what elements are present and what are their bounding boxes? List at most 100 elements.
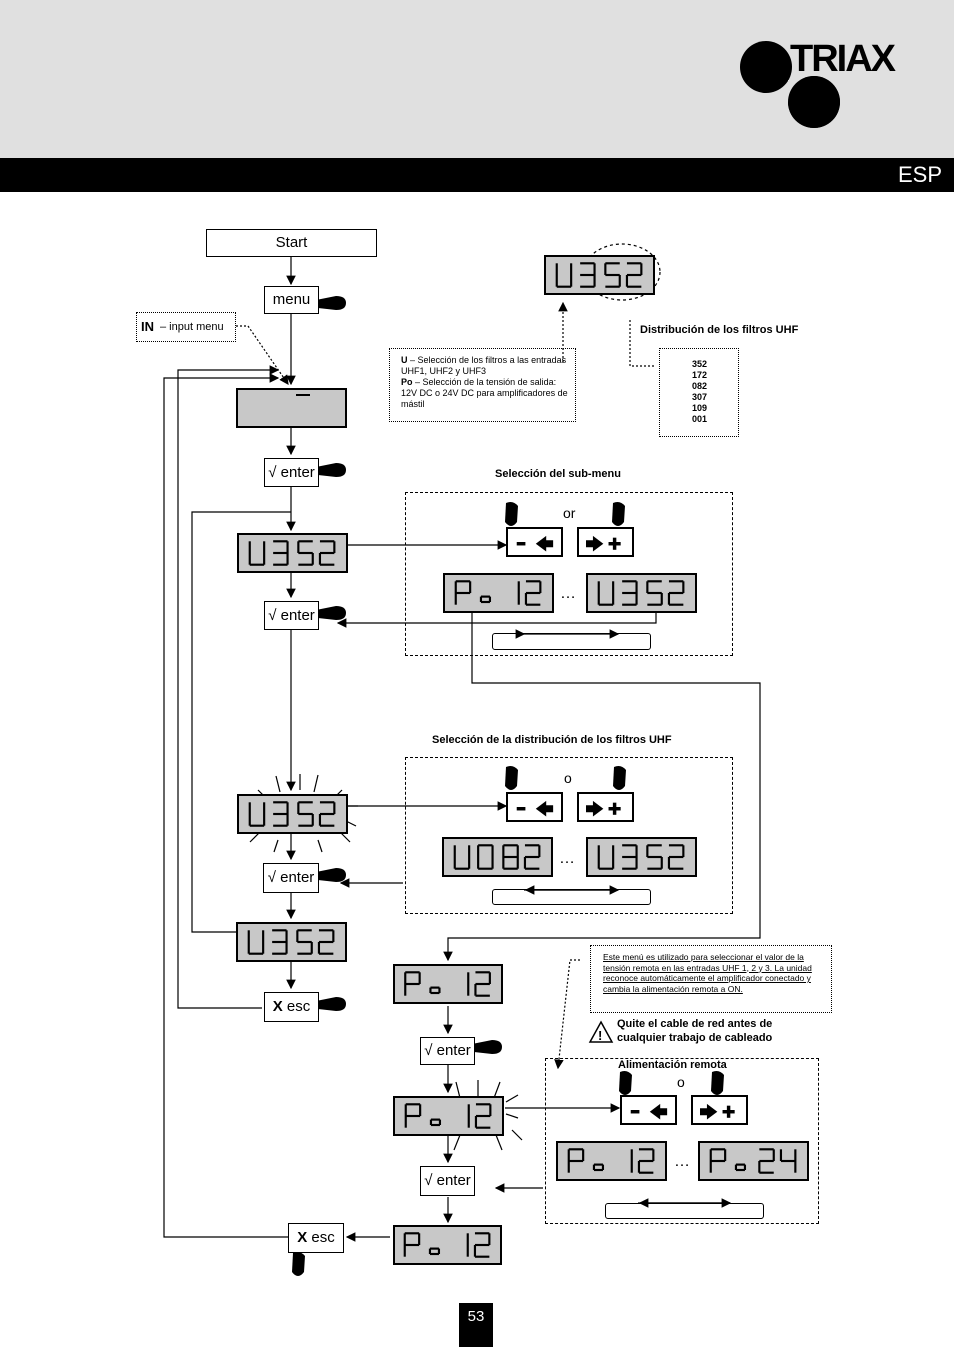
scroll-bar (492, 633, 651, 650)
lcd-po12-a-digits (404, 971, 491, 997)
minus-button[interactable] (506, 527, 563, 557)
plus-button[interactable] (691, 1095, 748, 1125)
lcd-u352-flash (237, 794, 348, 834)
lcd-u352-flash-digits (248, 801, 336, 827)
enter-label: √ enter (267, 869, 315, 886)
warning-icon: ! (588, 1020, 614, 1043)
uhf-or: o (564, 770, 572, 786)
in-desc: – input menu (160, 321, 224, 333)
enter-button-4[interactable]: √ enter (420, 1037, 475, 1065)
dist-value: 172 (692, 370, 708, 380)
submenu-panel: or … (405, 492, 733, 656)
lcd-po12-remote (556, 1141, 667, 1181)
right-plus-icon (586, 535, 621, 552)
lcd-u352-top-digits (555, 262, 643, 288)
warning-text: Quite el cable de red antes de cualquier… (617, 1018, 773, 1044)
po-text: – Selección de la tensión de salida: 12V… (401, 377, 568, 409)
minus-left-icon (516, 800, 554, 817)
lcd-po12-flash (393, 1096, 504, 1136)
lcd-u082 (442, 837, 553, 877)
uhf-select-title: Selección de la distribución de los filt… (432, 734, 672, 746)
svg-text:!: ! (598, 1028, 602, 1043)
remote-title: Alimentación remota (618, 1059, 727, 1071)
right-plus-icon (586, 800, 621, 817)
triax-logo (740, 41, 840, 128)
remote-dots: … (674, 1153, 690, 1170)
right-plus-icon (700, 1103, 735, 1120)
lcd-po12-sub (443, 573, 554, 613)
menu-label: menu (272, 291, 311, 308)
scroll-bar (605, 1203, 764, 1219)
lcd-u352-a-digits (248, 540, 336, 566)
start-label: Start (275, 234, 308, 251)
enter-button-1[interactable]: √ enter (264, 458, 319, 487)
scroll-bar (492, 889, 651, 905)
uhf-dist-title: Distribución de los filtros UHF (640, 324, 799, 336)
remote-or: o (677, 1074, 685, 1090)
enter-button-5[interactable]: √ enter (420, 1166, 475, 1196)
lcd-u352-b (236, 922, 347, 962)
brand-name: TRIAX (790, 38, 896, 80)
enter-label: √ enter (424, 1042, 471, 1059)
language-bar: ESP (0, 158, 954, 192)
lcd-u352-sub-digits (597, 580, 685, 606)
lcd-u352-a (237, 533, 348, 573)
uhf-select-panel: o … (405, 757, 733, 914)
u-text: – Selección de los filtros a las entrada… (401, 355, 567, 376)
dist-value: 082 (692, 381, 708, 391)
header-band: TRIAX (0, 0, 954, 160)
remote-note-text: Este menú es utilizado para seleccionar … (603, 952, 812, 994)
dist-value: 307 (692, 392, 708, 402)
input-menu-note: IN – input menu (136, 312, 236, 342)
enter-label: √ enter (424, 1172, 471, 1189)
esc-x: X (297, 1229, 308, 1246)
dist-value: 109 (692, 403, 708, 413)
language-label: ESP (897, 162, 942, 187)
enter-button-2[interactable]: √ enter (264, 601, 319, 630)
u-po-note: U – Selección de los filtros a las entra… (389, 348, 576, 422)
enter-button-3[interactable]: √ enter (263, 863, 319, 893)
esc-x: X (272, 998, 283, 1015)
lcd-u352-top (544, 255, 655, 295)
lcd-po24 (698, 1141, 809, 1181)
lcd-po12-sub-digits (454, 580, 542, 606)
minus-button[interactable] (620, 1095, 677, 1125)
lcd-u352-uhf (586, 837, 697, 877)
blank-lcd (236, 388, 347, 428)
esc-button-1[interactable]: X esc (264, 992, 319, 1022)
enter-label: √ enter (268, 464, 315, 481)
esc-button-2[interactable]: X esc (288, 1223, 344, 1253)
po-key: Po (401, 377, 413, 387)
submenu-title: Selección del sub-menu (495, 468, 621, 480)
submenu-dots: … (560, 585, 576, 602)
u-key: U (401, 355, 408, 365)
uhf-dist-list: 352 172 082 307 109 001 (659, 348, 739, 437)
remote-panel: Alimentación remota o … (545, 1058, 819, 1224)
lcd-u352-sub (586, 573, 697, 613)
lcd-u082-digits (453, 844, 541, 870)
minus-left-icon (630, 1103, 668, 1120)
menu-button[interactable]: menu (264, 286, 319, 314)
lcd-u352-uhf-digits (597, 844, 685, 870)
dist-value: 001 (692, 414, 708, 424)
lcd-u352-b-digits (247, 929, 335, 955)
remote-note: Este menú es utilizado para seleccionar … (590, 945, 832, 1013)
start-box: Start (206, 229, 377, 257)
page-number: 53 (459, 1303, 493, 1347)
in-label: IN (141, 319, 154, 334)
submenu-or: or (563, 505, 576, 521)
lcd-po12-b-digits (403, 1232, 491, 1258)
lcd-po12-flash-digits (404, 1103, 492, 1129)
lcd-po12-a (393, 964, 503, 1004)
lcd-po24-digits (709, 1148, 797, 1174)
minus-left-icon (516, 535, 554, 552)
minus-button[interactable] (506, 792, 563, 822)
dist-value: 352 (692, 359, 708, 369)
enter-label: √ enter (268, 607, 315, 624)
lcd-po12-remote-digits (567, 1148, 655, 1174)
esc-label: esc (286, 998, 311, 1015)
lcd-po12-b (393, 1225, 502, 1265)
plus-button[interactable] (577, 792, 634, 822)
plus-button[interactable] (577, 527, 634, 557)
esc-label: esc (311, 1229, 335, 1246)
